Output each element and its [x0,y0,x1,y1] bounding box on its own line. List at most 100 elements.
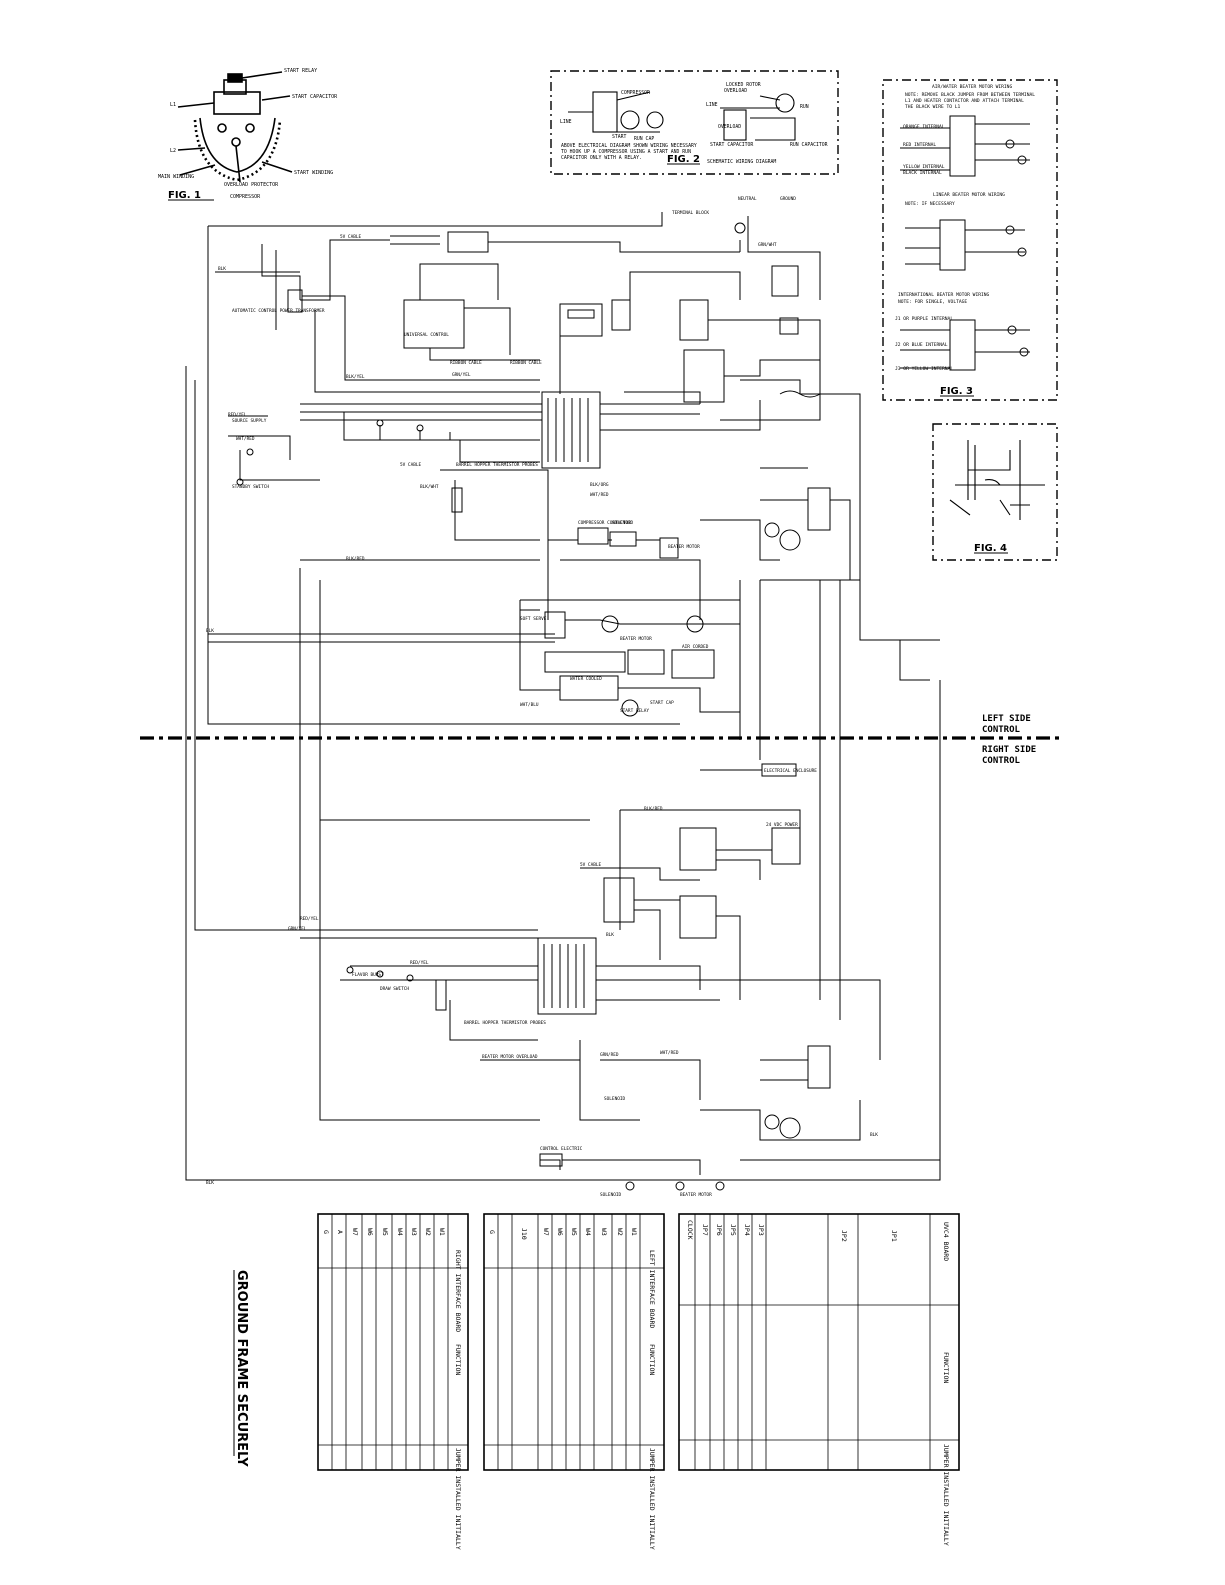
svg-text:AIR CORDED: AIR CORDED [682,644,709,650]
uvc-jumper: CLOCK [686,1220,694,1240]
svg-text:COMPRESSOR CONTACTOR: COMPRESSOR CONTACTOR [578,520,631,526]
fig2-panel: COMPRESSOR LINE START RUN CAP ABOVE ELEC… [550,70,839,175]
svg-text:AIR/WATER BEATER MOTOR WIRING: AIR/WATER BEATER MOTOR WIRING [932,84,1012,90]
svg-text:CONTROL: CONTROL [982,725,1021,735]
left-jumper: W1 [630,1228,638,1236]
svg-text:5V CABLE: 5V CABLE [400,462,422,468]
svg-text:ABOVE ELECTRICAL DIAGRAM SHOWN: ABOVE ELECTRICAL DIAGRAM SHOWN WIRING NE… [561,143,697,149]
right-jumper: G [322,1230,330,1234]
left-jumper: J10 [520,1228,528,1240]
svg-text:L1 AND HEATER CONTACTOR AND AT: L1 AND HEATER CONTACTOR AND ATTACH TERMI… [905,98,1024,104]
svg-text:WHT/RED: WHT/RED [660,1050,679,1056]
svg-text:L1: L1 [170,102,176,108]
uvc-header-board: UVC4 BOARD [942,1222,950,1261]
fig3-title: FIG. 3 [940,386,973,397]
svg-text:SOURCE SUPPLY: SOURCE SUPPLY [232,418,267,424]
fig1-labels: START RELAY START CAPACITOR L1 L2 MAIN W… [158,68,338,200]
svg-text:STANDBY SWITCH: STANDBY SWITCH [232,484,269,490]
svg-text:RUN CAP: RUN CAP [634,136,654,142]
svg-text:24 VDC POWER: 24 VDC POWER [766,822,798,828]
svg-text:MAIN WINDING: MAIN WINDING [158,174,194,180]
svg-text:NOTE: FOR SINGLE, VOLTAGE: NOTE: FOR SINGLE, VOLTAGE [898,299,967,305]
svg-text:DRAW SWITCH: DRAW SWITCH [380,986,409,992]
svg-text:BEATER MOTOR: BEATER MOTOR [620,636,652,642]
svg-text:LINE: LINE [560,119,572,125]
svg-text:RIGHT SIDE: RIGHT SIDE [982,745,1036,755]
svg-text:SOLENOID: SOLENOID [600,1192,622,1198]
svg-text:START CAP: START CAP [650,700,674,706]
svg-text:RUN CAPACITOR: RUN CAPACITOR [790,142,828,148]
svg-text:SOFT SERVE: SOFT SERVE [520,616,547,622]
right-jumper: A [336,1230,344,1234]
right-jumper: W1 [438,1228,446,1236]
svg-text:RIBBON CABLE: RIBBON CABLE [450,360,482,366]
uvc-jumper: JP3 [757,1224,765,1236]
right-jumper: W2 [424,1228,432,1236]
svg-text:GRN/YEL: GRN/YEL [288,926,307,932]
svg-text:NOTE: REMOVE BLACK JUMPER FROM: NOTE: REMOVE BLACK JUMPER FROM BETWEEN T… [905,92,1035,98]
svg-text:OVERLOAD PROTECTOR: OVERLOAD PROTECTOR [224,182,279,188]
svg-text:L2: L2 [170,148,176,154]
svg-text:OVERLOAD: OVERLOAD [724,88,747,94]
svg-text:BLK/WHT: BLK/WHT [420,484,439,490]
left-jumper: W6 [556,1228,564,1236]
left-header-function: FUNCTION [648,1344,656,1375]
svg-text:GROUND: GROUND [780,196,796,202]
svg-text:START CAPACITOR: START CAPACITOR [710,142,753,148]
svg-text:BLK: BLK [206,1180,214,1186]
svg-text:WHT/RED: WHT/RED [236,436,255,442]
svg-text:FLAVOR BURST: FLAVOR BURST [352,972,384,978]
svg-text:START WINDING: START WINDING [294,170,333,176]
divider-labels: LEFT SIDE CONTROL RIGHT SIDE CONTROL [982,714,1036,766]
uvc-jumper: JP6 [715,1224,723,1236]
svg-text:RIBBON CABLE: RIBBON CABLE [510,360,542,366]
left-header-board: LEFT INTERFACE BOARD [648,1250,656,1328]
svg-text:SOLENOID: SOLENOID [604,1096,626,1102]
notes-block: GROUND FRAME SECURELY [233,1270,249,1467]
right-header-function: FUNCTION [454,1344,462,1375]
right-interface-jumper-table: RIGHT INTERFACE BOARD FUNCTION JUMPER IN… [317,1213,469,1550]
svg-text:J2 OR BLUE INTERNAL: J2 OR BLUE INTERNAL [895,342,948,348]
svg-text:GRN/WHT: GRN/WHT [758,242,777,248]
svg-text:CONTROL: CONTROL [982,756,1021,766]
right-jumper: W4 [396,1228,404,1236]
svg-text:WATER COOLED: WATER COOLED [570,676,602,682]
uvc-header-function: FUNCTION [942,1352,950,1383]
uvc-jumper: JP7 [701,1224,709,1236]
svg-text:BLK/RED: BLK/RED [644,806,663,812]
svg-text:5V CABLE: 5V CABLE [580,862,602,868]
ground-frame-label: GROUND FRAME SECURELY [234,1270,249,1467]
left-jumper: W4 [584,1228,592,1236]
svg-text:TO HOOK UP A COMPRESSOR USING: TO HOOK UP A COMPRESSOR USING A START AN… [561,149,691,155]
svg-text:GRN/RED: GRN/RED [600,1052,619,1058]
svg-text:AUTOMATIC CONTROL POWER TRANSF: AUTOMATIC CONTROL POWER TRANSFORMER [232,308,325,314]
uvc-jumper: JP5 [729,1224,737,1236]
left-jumper: W2 [616,1228,624,1236]
svg-text:INTERNATIONAL BEATER MOTOR WIR: INTERNATIONAL BEATER MOTOR WIRING [898,292,990,298]
left-jumper: W5 [570,1228,578,1236]
fig1-compressor-detail [177,71,293,183]
svg-text:BLK/YEL: BLK/YEL [346,374,365,380]
svg-text:START RELAY: START RELAY [620,708,649,714]
right-jumper: W3 [410,1228,418,1236]
fig3-panel: AIR/WATER BEATER MOTOR WIRING NOTE: REMO… [882,79,1058,401]
svg-text:LINE: LINE [706,102,718,108]
svg-text:BEATER MOTOR: BEATER MOTOR [668,544,700,550]
svg-text:THE BLACK WIRE TO L1: THE BLACK WIRE TO L1 [905,104,961,110]
svg-text:START RELAY: START RELAY [284,68,317,74]
svg-text:LEFT SIDE: LEFT SIDE [982,714,1031,724]
svg-text:BLK: BLK [218,266,226,272]
right-jumper: W7 [351,1228,359,1236]
svg-text:YELLOW INTERNAL: YELLOW INTERNAL [903,164,945,170]
left-jumper: W3 [600,1228,608,1236]
svg-text:SCHEMATIC WIRING DIAGRAM: SCHEMATIC WIRING DIAGRAM [707,159,776,165]
svg-text:BARREL HOPPER THERMISTOR PROBE: BARREL HOPPER THERMISTOR PROBES [464,1020,546,1026]
svg-text:START CAPACITOR: START CAPACITOR [292,94,338,100]
svg-text:ORANGE INTERNAL: ORANGE INTERNAL [903,124,945,130]
svg-text:BLK: BLK [870,1132,878,1138]
svg-text:START: START [612,134,627,140]
svg-text:SOLENOID: SOLENOID [612,520,634,526]
svg-text:J3 OR YELLOW INTERNAL: J3 OR YELLOW INTERNAL [895,366,953,372]
uvc-header-initial: JUMPER INSTALLED INITIALLY [942,1444,950,1546]
